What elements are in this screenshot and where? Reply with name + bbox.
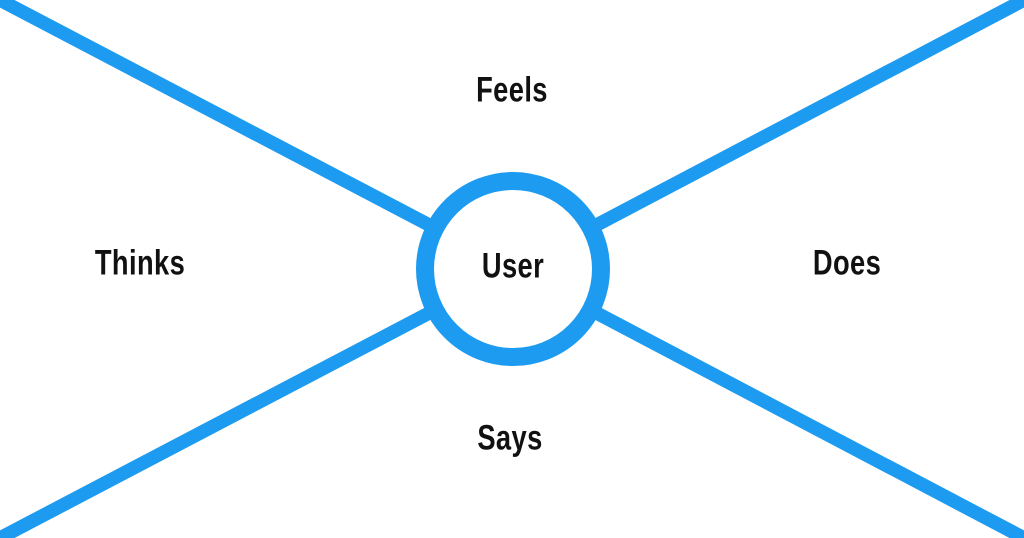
center-label-user: User xyxy=(481,246,545,286)
quadrant-label-feels: Feels xyxy=(476,70,548,110)
user-circle xyxy=(416,172,610,366)
quadrant-label-does: Does xyxy=(812,243,882,283)
quadrant-label-says: Says xyxy=(477,418,543,458)
quadrant-label-thinks: Thinks xyxy=(94,243,186,283)
